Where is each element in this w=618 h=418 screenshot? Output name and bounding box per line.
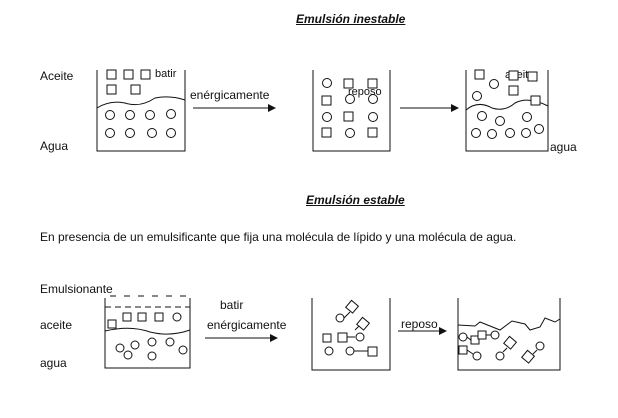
- beaker-6-after-rest: [457, 298, 561, 371]
- emulsifier-molecule: [495, 335, 518, 361]
- beaker-1-before-stirring: [96, 69, 186, 152]
- stable-stir-label: batir: [220, 298, 244, 312]
- water-label-right: agua: [550, 140, 577, 154]
- emulsifier-molecule: [345, 346, 378, 357]
- emulsifier-molecule: [458, 345, 482, 361]
- emulsifier-molecule: [335, 299, 360, 323]
- stable-stir-adverb-label: enérgicamente: [207, 318, 287, 332]
- oil-label: Aceite: [40, 69, 74, 83]
- stable-emulsion-title: Emulsión estable: [306, 193, 405, 207]
- stir-adverb-label: enérgicamente: [190, 88, 270, 102]
- emulsifier-molecule: [458, 332, 480, 345]
- stable-rest-label: reposo: [401, 317, 438, 331]
- oil-label-in-beaker: aceite: [505, 69, 535, 81]
- stable-water-label: agua: [40, 356, 67, 370]
- unstable-emulsion-title: Emulsión inestable: [296, 12, 406, 26]
- beaker-3-after-rest: [465, 69, 549, 152]
- water-label: Agua: [40, 139, 69, 153]
- stir-label-short: batir: [155, 68, 177, 80]
- stable-oil-label: aceite: [40, 318, 73, 332]
- emulsifier-molecule: [477, 330, 500, 340]
- emulsifier-molecule: [354, 316, 371, 331]
- rest-label-in-beaker: reposo: [348, 86, 382, 98]
- emulsifier-molecule: [521, 341, 545, 364]
- beaker-2-after-stirring: [312, 70, 391, 152]
- emulsifier-molecule: [337, 332, 365, 343]
- emulsifier-label: Emulsionante: [40, 282, 113, 296]
- beaker-5-stable-emulsion: [311, 298, 391, 371]
- beaker-4-with-emulsifier: [104, 295, 191, 369]
- water-droplets: [105, 109, 176, 138]
- emulsifier-molecule: [324, 346, 334, 356]
- emulsifier-description: En presencia de un emulsificante que fij…: [40, 230, 517, 244]
- oil-droplets: [106, 69, 151, 95]
